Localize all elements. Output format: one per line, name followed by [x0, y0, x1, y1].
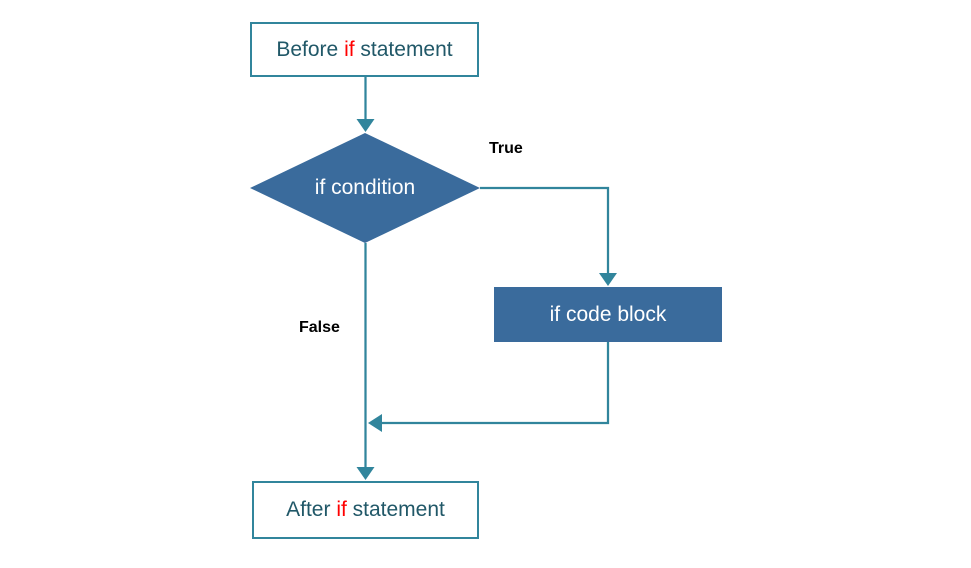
node-before-if-statement: Before if statement: [250, 22, 479, 77]
arrowhead-into-join-icon: [368, 414, 382, 432]
node-after-if-statement: After if statement: [252, 481, 479, 539]
node-text-suffix: statement: [346, 498, 445, 521]
node-text-suffix: statement: [354, 37, 453, 61]
edge-condition-true-to-codeblock: [480, 186, 610, 274]
edge-label-false: False: [299, 319, 340, 336]
keyword-if: if: [336, 498, 347, 521]
arrowhead-into-after-icon: [356, 467, 375, 480]
node-if-code-block: if code block: [494, 287, 722, 342]
node-if-condition: if condition: [250, 133, 480, 243]
node-text-prefix: After: [286, 498, 337, 521]
keyword-if: if: [344, 37, 355, 61]
code-block-label: if code block: [549, 302, 667, 326]
node-text-prefix: Before: [276, 37, 345, 61]
arrowhead-into-codeblock-icon: [599, 273, 617, 286]
edge-codeblock-to-join: [381, 342, 610, 425]
condition-label: if condition: [314, 176, 416, 199]
arrowhead-into-condition-icon: [356, 119, 375, 132]
edge-label-true: True: [489, 140, 523, 157]
